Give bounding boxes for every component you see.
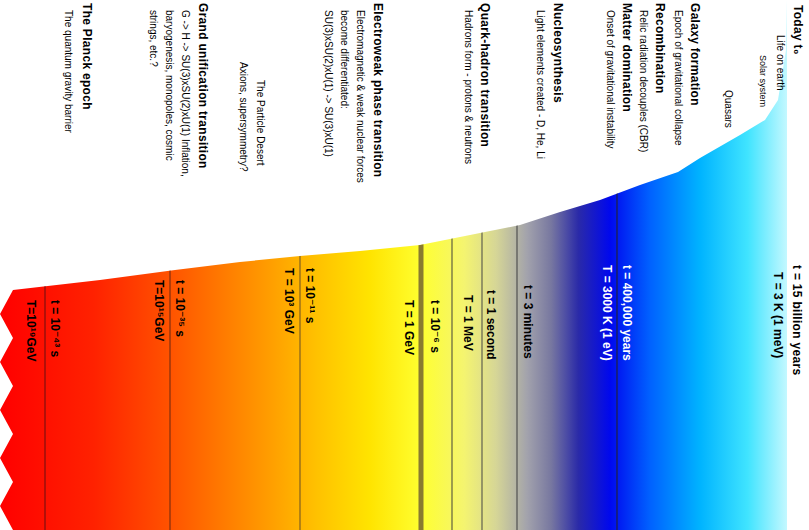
epoch-heading: Recombination [652,3,668,94]
epoch-note: Relic radiation decouples (CBR) [635,10,651,152]
epoch-heading: Today t₀ [790,5,806,55]
epoch-heading: Galaxy formation [687,3,703,106]
epoch-value: T = 1 GeV [402,300,416,355]
epoch-value: t = 3 minutes [521,285,535,359]
epoch-value: T = 1 MeV [461,295,475,351]
epoch-value: t = 10⁻⁴³ s [48,300,62,357]
epoch-value: T = 3000 K (1 eV) [600,265,614,361]
epoch-heading: Grand unification transition [195,3,211,169]
epoch-lines [45,0,617,530]
epoch-note: Onset of gravitational instability [602,10,618,148]
epoch-note: Axions, supersymmetry? [235,62,251,171]
epoch-value: t = 1 second [484,290,498,360]
epoch-note: Hadrons form - protons & neutrons [460,10,476,164]
epoch-value: T=10¹⁹GeV [24,300,38,361]
epoch-value: t = 10⁻³⁵ s [173,280,187,337]
funnel-shape [0,0,787,530]
epoch-note: The Particle Desert [252,80,268,166]
epoch-heading: Nucleosynthesis [550,3,566,103]
epoch-note: Light elements created - D, He, Li [532,10,548,159]
epoch-heading: t = 15 billion years [789,265,805,375]
epoch-note: Solar system [755,55,771,107]
epoch-heading: Quark-hadron transition [477,3,493,147]
epoch-value: T = 3 K (1 meV) [771,272,785,358]
epoch-note: Quasars [720,90,736,128]
epoch-note: Life on earth [772,35,788,91]
epoch-heading: Matter domination [619,3,635,112]
epoch-value: T=10¹⁵GeV [152,280,166,341]
epoch-note: Epoch of gravitational collapse [670,10,686,146]
epoch-note: Electromagnetic & weak nuclear forces be… [320,10,368,190]
epoch-note: G -> H -> SU(3)xSU(2)xU(1) Inflation, ba… [145,10,193,185]
epoch-heading: Electroweak phase transition [370,3,386,177]
epoch-heading: The Planck epoch [79,3,95,110]
epoch-value: t = 400,000 years [620,265,634,361]
epoch-value: T = 10³ GeV [282,268,296,334]
epoch-note: The quantum gravity barrier [60,10,76,133]
epoch-value: t = 10⁻⁶ s [428,300,442,353]
epoch-value: t = 10⁻¹¹ s [303,268,317,323]
